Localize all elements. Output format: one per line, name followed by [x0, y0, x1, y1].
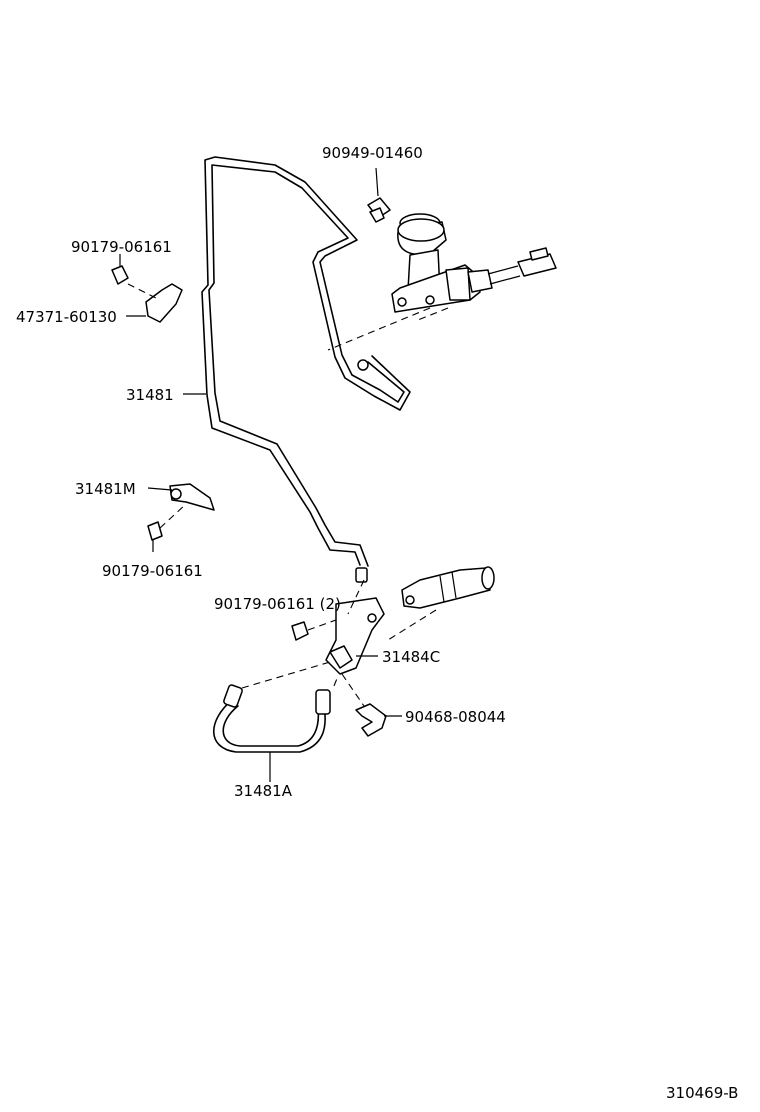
bracket-47371-60130 — [111, 265, 183, 323]
clutch-line-31481 — [201, 156, 411, 583]
hose-31481A — [212, 661, 339, 753]
clamp-31481M — [147, 483, 215, 541]
label-31481M: 31481M — [75, 480, 136, 498]
label-90179-06161-2: 90179-06161 (2) — [214, 595, 341, 613]
nut-90179-06161-pair — [291, 579, 365, 641]
diagram-id: 310469-B — [666, 1084, 738, 1102]
label-90949-01460: 90949-01460 — [322, 144, 423, 162]
clip-90949-01460 — [367, 167, 391, 223]
release-cylinder — [387, 566, 495, 641]
bracket-31484C — [325, 597, 385, 675]
label-90179-06161-top: 90179-06161 — [71, 238, 172, 256]
label-47371-60130: 47371-60130 — [16, 308, 117, 326]
clutch-master-cylinder — [391, 213, 557, 313]
label-90468-08044: 90468-08044 — [405, 708, 506, 726]
label-31484C: 31484C — [382, 648, 440, 666]
label-90179-06161-mid: 90179-06161 — [102, 562, 203, 580]
clip-90468-08044 — [341, 673, 387, 737]
label-31481A: 31481A — [234, 782, 293, 800]
label-31481: 31481 — [126, 386, 174, 404]
